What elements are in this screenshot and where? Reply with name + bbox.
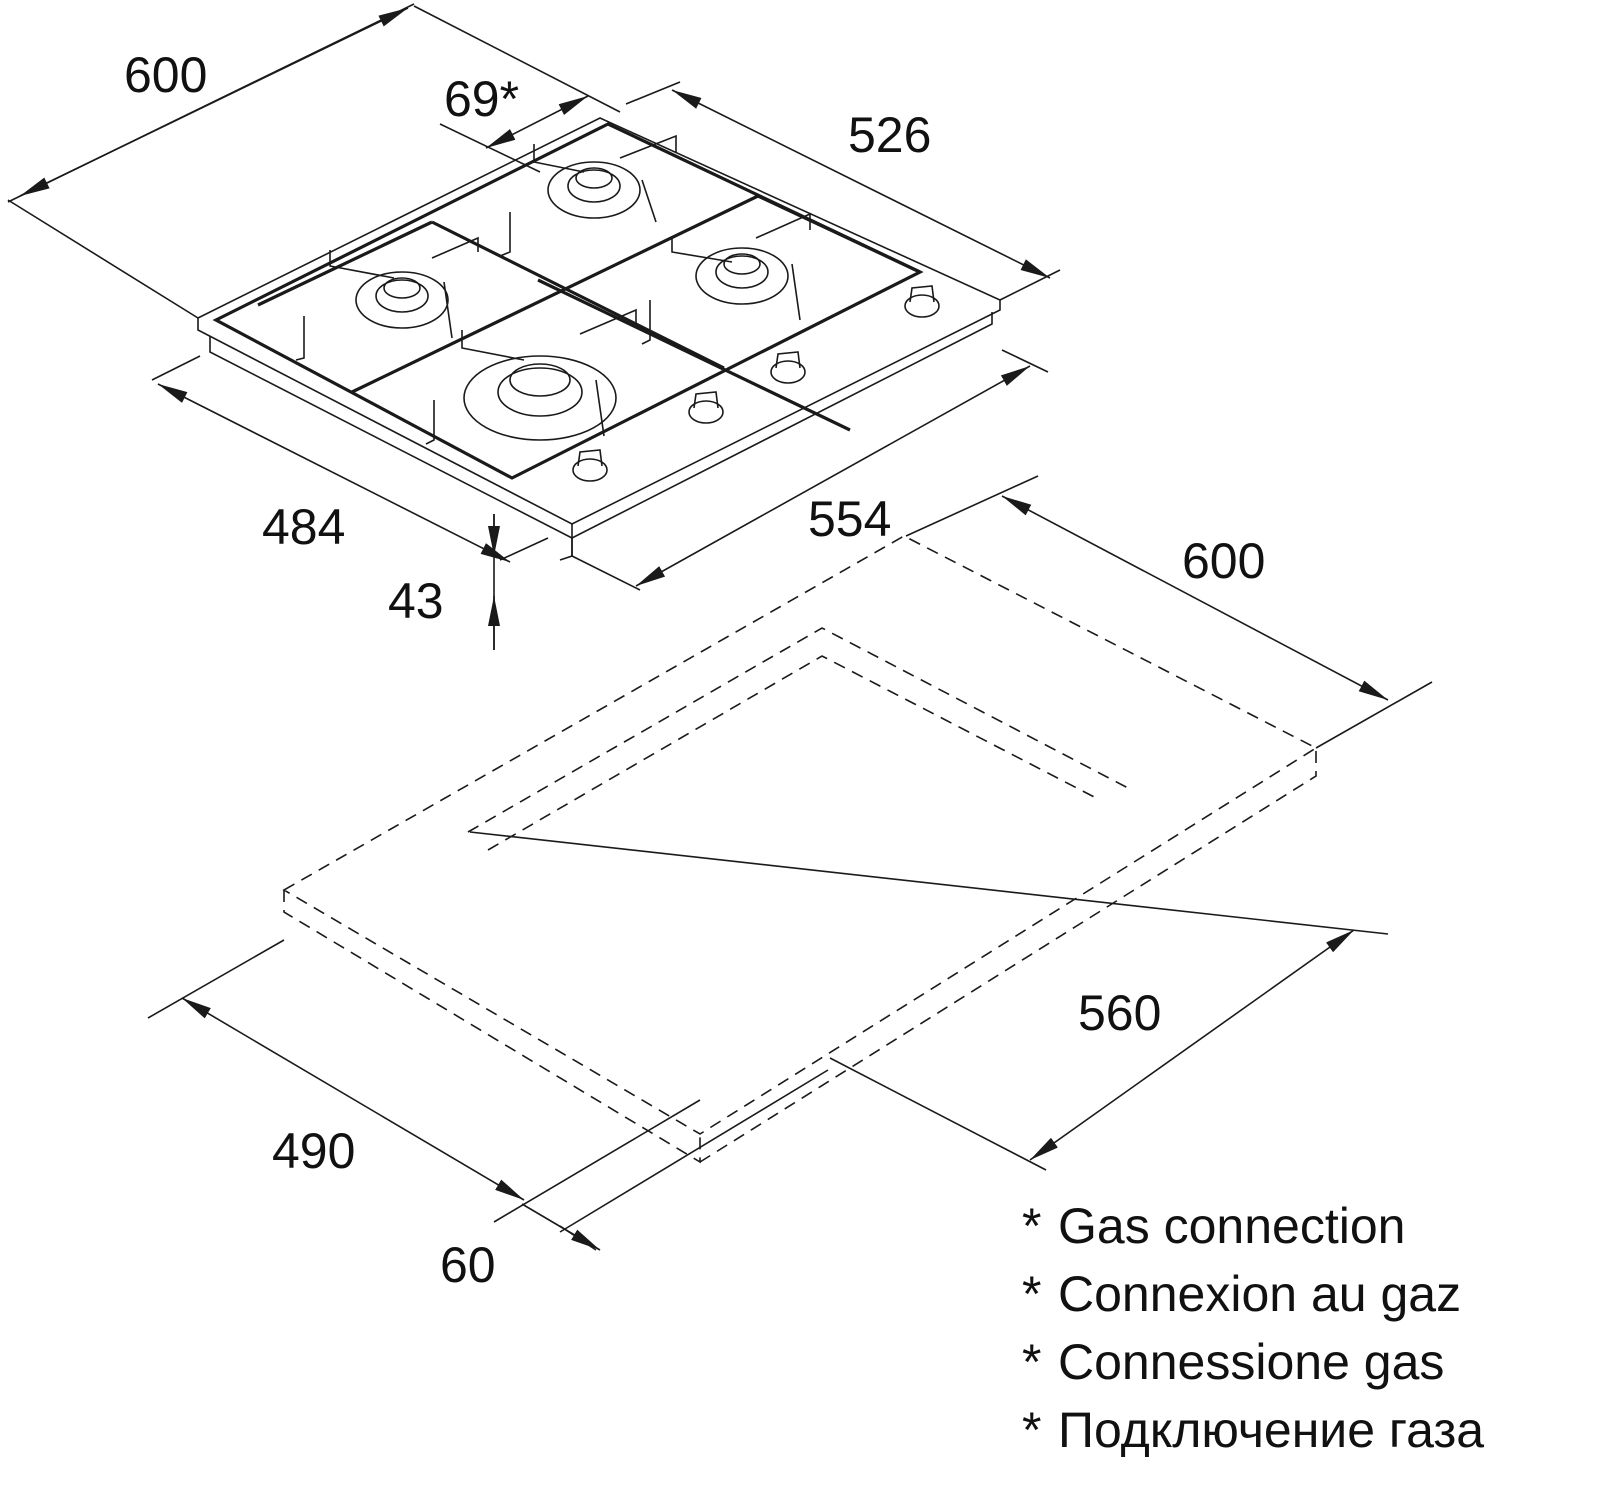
burner-front-wok (425, 330, 617, 445)
footnote-marker: * (1022, 1402, 1042, 1458)
footnote-text: Connessione gas (1058, 1334, 1445, 1390)
footnote-marker: * (1022, 1334, 1042, 1390)
control-knob-3 (770, 351, 806, 384)
footnote-marker: * (1022, 1266, 1042, 1322)
dim-hob-width: 600 (124, 47, 207, 103)
cutout-dimension-lines (147, 475, 1433, 1251)
dim-cutout-length: 560 (1078, 985, 1161, 1041)
footnote-text: Connexion au gaz (1058, 1266, 1462, 1322)
dim-hob-front-width: 554 (808, 491, 891, 547)
hob-top-plate (197, 117, 1001, 525)
footnote-item: * Подключение газа (1022, 1396, 1484, 1464)
burner-right (641, 236, 801, 345)
dim-cutout-depth: 490 (272, 1123, 355, 1179)
footnote-legend: * Gas connection * Connexion au gaz * Conne… (1022, 1192, 1484, 1464)
hob-grid-frame (212, 122, 924, 480)
footnote-marker: * (1022, 1198, 1042, 1254)
hob-dimension-lines (7, 3, 1061, 650)
burner-rear-right (499, 144, 657, 257)
control-knob-2 (688, 391, 724, 424)
dim-gas-connection-offset: 69* (444, 71, 519, 127)
dim-hob-depth: 484 (262, 499, 345, 555)
dim-hob-depth-rear: 526 (848, 107, 931, 163)
footnote-item: * Connessione gas (1022, 1328, 1484, 1396)
cutout-outer-top (282, 535, 1318, 1135)
hob-front-face (559, 524, 573, 561)
cutout-inner-opening (467, 627, 1129, 851)
footnote-item: * Gas connection (1022, 1192, 1484, 1260)
burner-rear-left (295, 250, 453, 361)
cutout-outer-thickness (283, 748, 1317, 1164)
cutout-drawing (282, 535, 1318, 1164)
footnote-text: Подключение газа (1058, 1402, 1485, 1458)
dim-cutout-width: 600 (1182, 533, 1265, 589)
control-knob-1 (572, 449, 608, 482)
footnote-item: * Connexion au gaz (1022, 1260, 1484, 1328)
dim-cutout-front-gap: 60 (440, 1237, 496, 1293)
hob-grid-divider-a (351, 194, 759, 394)
footnote-text: Gas connection (1058, 1198, 1406, 1254)
control-knob-4 (904, 285, 940, 318)
pan-support-bars (431, 134, 811, 335)
dim-hob-height: 43 (388, 573, 444, 629)
